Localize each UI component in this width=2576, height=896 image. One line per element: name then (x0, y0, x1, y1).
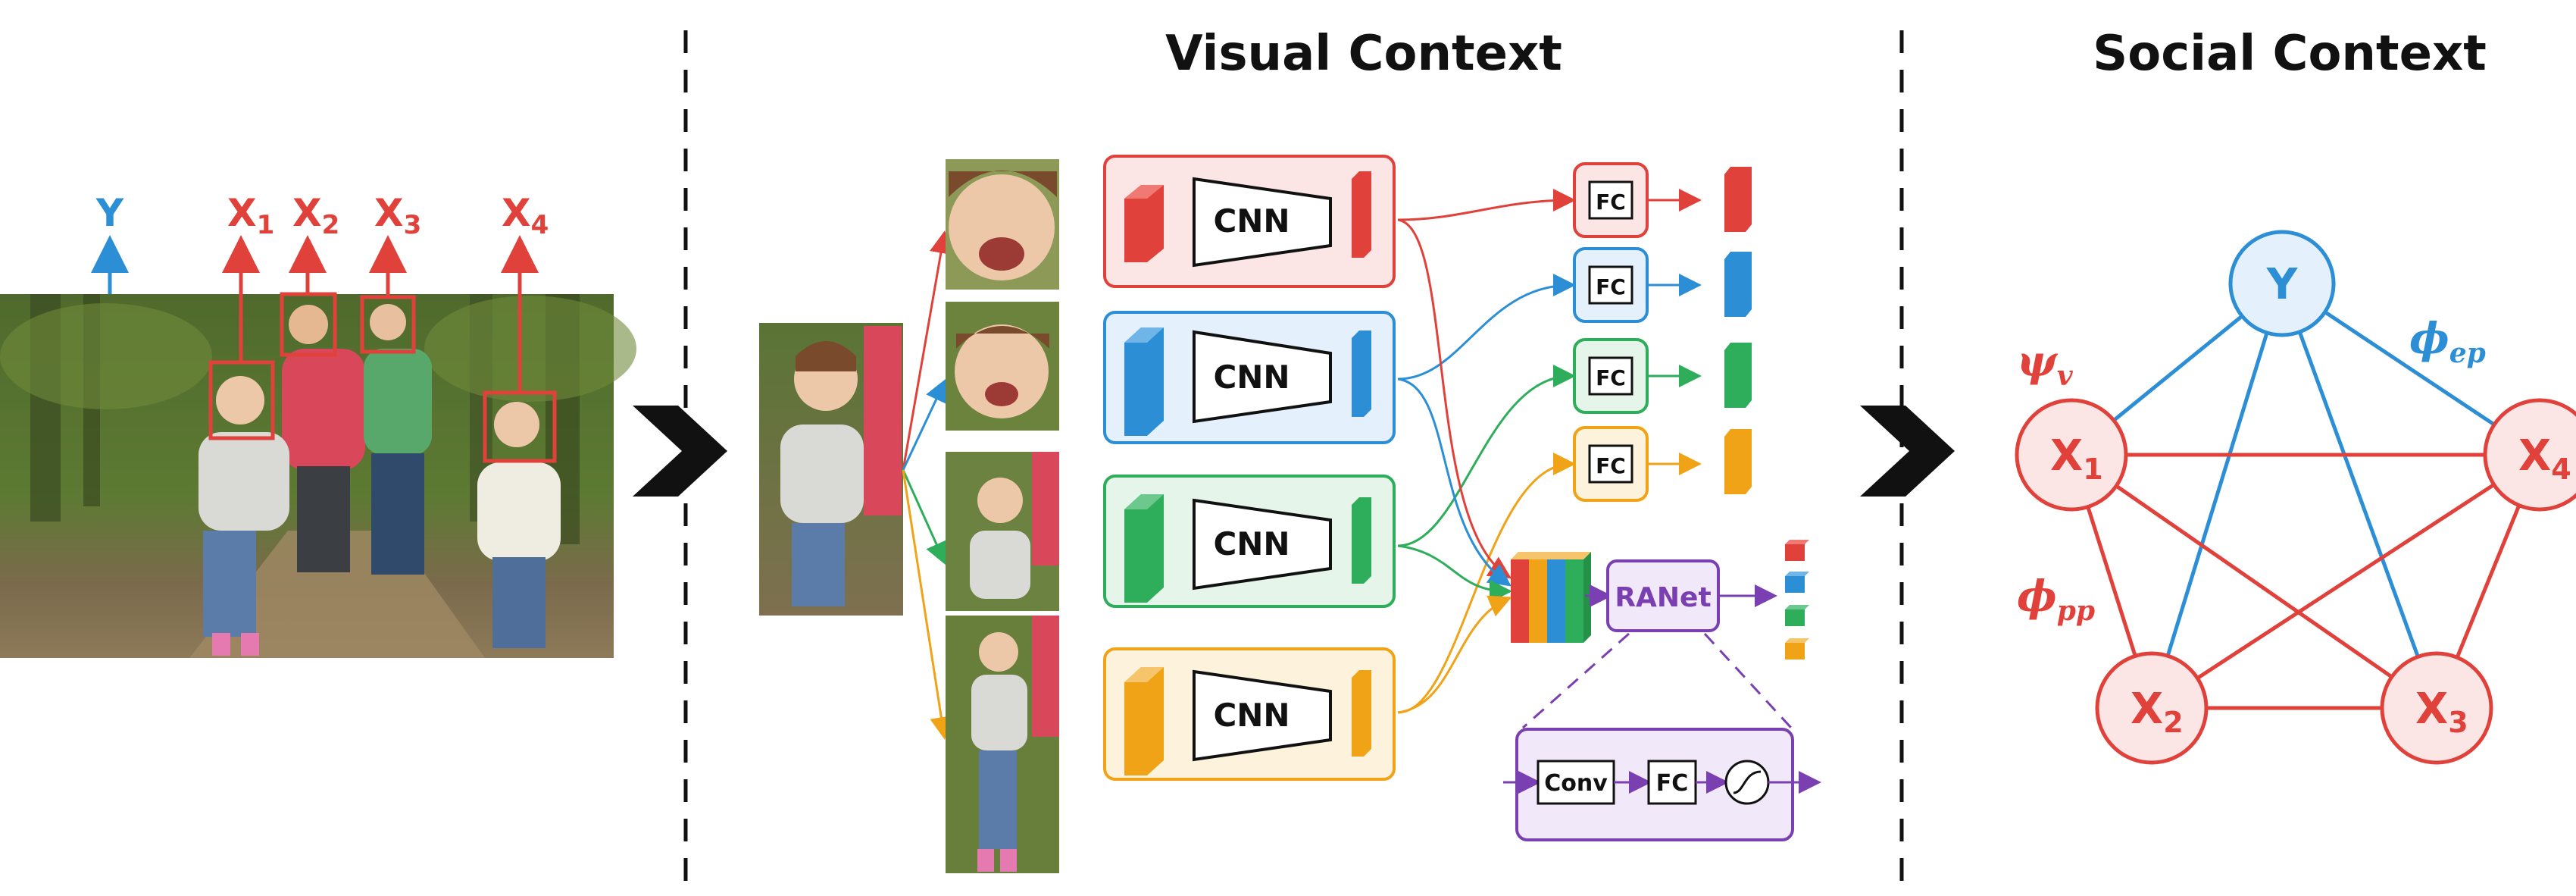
person-arrows (222, 235, 539, 393)
psi-v-label: ψv (2017, 337, 2074, 392)
person-label: X (502, 191, 531, 235)
phi-ep-label: ϕep (2409, 314, 2486, 369)
svg-text:X4: X4 (502, 191, 549, 240)
graph-node-y: Y (2228, 230, 2336, 337)
ranet-label: RANet (1615, 582, 1711, 613)
fc-label: FC (1596, 190, 1626, 215)
ranet-output-scores (1785, 540, 1809, 659)
fc-block-4: FC (1573, 426, 1649, 502)
svg-text:X2: X2 (2131, 685, 2184, 739)
cnn-label: CNN (1213, 697, 1290, 734)
face-crop-1 (946, 159, 1059, 290)
fc-label: FC (1656, 770, 1689, 797)
fc-output-arrows (1647, 189, 1702, 475)
phi-pp-label: ϕpp (2017, 572, 2095, 627)
cnn-label: CNN (1213, 202, 1290, 240)
svg-text:X3: X3 (374, 191, 421, 240)
node-subscript: 3 (2448, 706, 2468, 739)
visual-context-title: Visual Context (1165, 26, 1562, 82)
node-subscript: 4 (2551, 453, 2571, 486)
svg-text:X3: X3 (2415, 685, 2468, 739)
input-crop-image (759, 323, 903, 616)
node-subscript: 2 (2163, 706, 2183, 739)
cnn-label: CNN (1213, 525, 1290, 562)
person-label: X (227, 191, 257, 235)
svg-text:X1: X1 (2050, 431, 2103, 486)
person-labels: X1 X2 X3 X4 (227, 191, 549, 240)
conv-label: Conv (1544, 770, 1608, 797)
fc-label: FC (1596, 453, 1626, 478)
fc-block-2: FC (1573, 247, 1649, 323)
face-crop-4 (946, 616, 1059, 873)
cnn-branch-4: CNN (1103, 647, 1396, 781)
node-subscript: 1 (2083, 453, 2102, 486)
ranet-block: RANet (1606, 559, 1720, 632)
event-label-y: Y (95, 191, 124, 235)
cnn-branch-3: CNN (1103, 475, 1396, 608)
person-subscript: 2 (322, 210, 340, 240)
cnn-branch-2: CNN (1103, 311, 1396, 444)
fc-label: FC (1596, 274, 1626, 299)
graph-node-x3: X3 (2380, 651, 2493, 765)
person-subscript: 3 (404, 210, 422, 240)
cnn-label: CNN (1213, 359, 1290, 396)
fc-label: FC (1596, 365, 1626, 390)
svg-text:X2: X2 (292, 191, 339, 240)
fc-block-3: FC (1573, 338, 1649, 414)
ranet-detail: Conv FC (1503, 728, 1821, 841)
graph-node-x2: X2 (2095, 651, 2209, 765)
person-subscript: 4 (531, 210, 549, 240)
person-label: X (374, 191, 404, 235)
fc-output-vectors (1724, 167, 1752, 494)
person-subscript: 1 (257, 210, 275, 240)
graph-node-x4: X4 (2483, 398, 2576, 512)
concatenated-features (1511, 552, 1591, 643)
chevron-right-icon (633, 406, 727, 497)
graph-node-x1: X1 (2015, 398, 2128, 512)
node-label: X (2131, 685, 2163, 734)
branch-connection-arrows (1397, 189, 1576, 714)
social-context-title: Social Context (2093, 26, 2487, 82)
crop-fanout-arrows (902, 230, 953, 740)
chevron-right-icon (1860, 406, 1955, 497)
node-label: X (2415, 685, 2448, 734)
cnn-branch-1: CNN (1103, 155, 1396, 288)
face-crop-3 (946, 452, 1059, 611)
face-crop-2 (946, 302, 1059, 431)
svg-text:X1: X1 (227, 191, 274, 240)
node-label: X (2050, 431, 2083, 481)
person-label: X (292, 191, 322, 235)
ranet-zoom-lines (1522, 632, 1793, 729)
graph-node-y-label: Y (2266, 260, 2299, 309)
group-photo (0, 294, 636, 658)
fc-block-1: FC (1573, 162, 1649, 238)
svg-text:X4: X4 (2518, 431, 2571, 486)
node-label: X (2518, 431, 2551, 481)
sigmoid-icon (1724, 760, 1770, 805)
